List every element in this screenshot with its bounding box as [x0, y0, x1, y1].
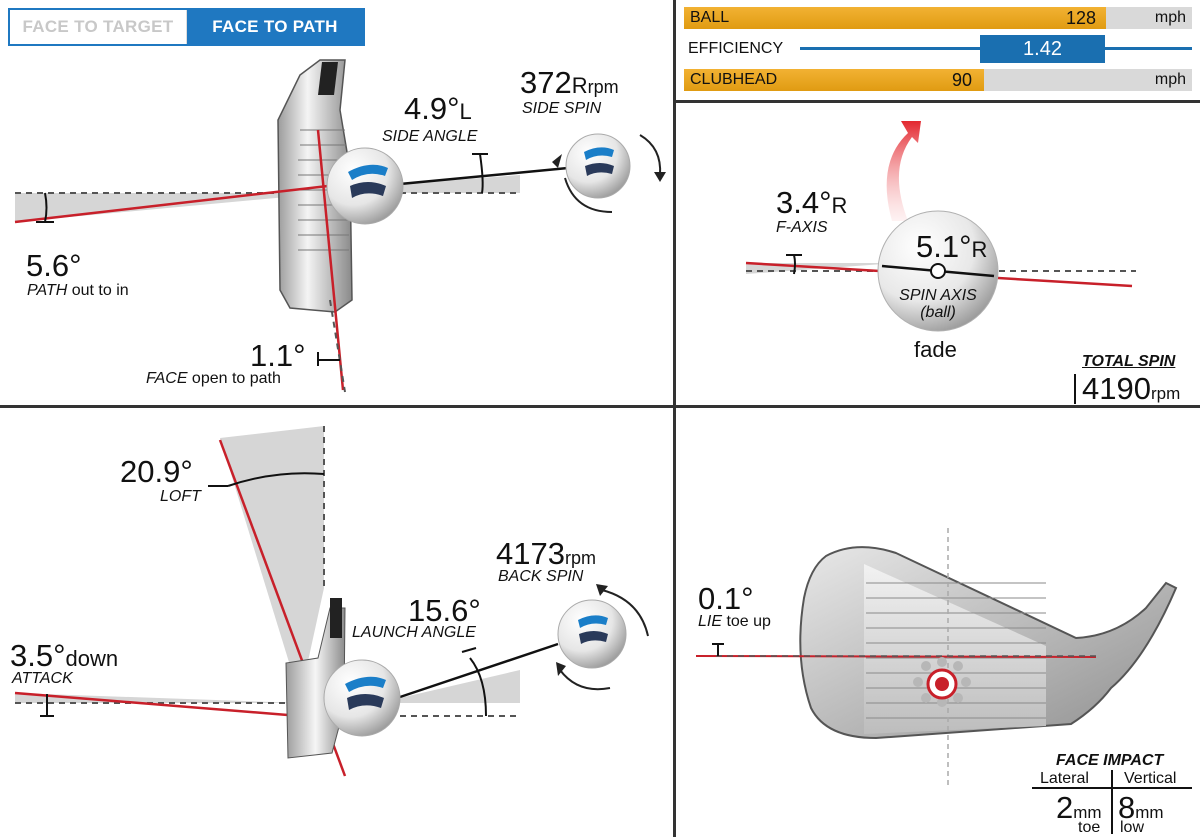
- lateral-direction: toe: [1078, 819, 1101, 836]
- face-to-target-tab[interactable]: FACE TO TARGET: [10, 10, 187, 44]
- loft-label: LOFT: [160, 488, 201, 505]
- side-spin-label: SIDE SPIN: [522, 100, 602, 117]
- lateral-value: 2mm: [1056, 790, 1102, 825]
- total-spin-title: TOTAL SPIN: [1082, 353, 1176, 370]
- clubhead-speed-bar: CLUBHEAD 90 mph: [684, 69, 1192, 91]
- divider-metrics: [676, 100, 1200, 103]
- spin-axis-panel: 3.4°R F-AXIS 5.1°R SPIN AXIS (ball) fade…: [676, 103, 1200, 405]
- ball-speed-unit: mph: [1154, 9, 1186, 26]
- attack-value: 3.5°down: [10, 638, 119, 673]
- f-axis-value: 3.4°R: [776, 185, 848, 220]
- divider-horizontal: [0, 405, 1200, 408]
- launch-angle-value: 15.6°: [408, 593, 481, 628]
- side-view-panel: 20.9° LOFT 3.5°down ATTACK 15.6° LAUNCH …: [0, 408, 673, 837]
- back-spin-value: 4173rpm: [496, 536, 596, 571]
- view-toggle: FACE TO TARGET FACE TO PATH: [8, 8, 365, 46]
- spin-axis-label: SPIN AXIS (ball): [899, 287, 977, 321]
- total-spin-rule: [1074, 374, 1076, 404]
- vertical-direction: low: [1120, 819, 1145, 836]
- back-spin-label: BACK SPIN: [498, 568, 584, 585]
- loft-value: 20.9°: [120, 454, 193, 489]
- clubhead-speed-label: CLUBHEAD: [690, 71, 778, 88]
- spin-axis-value: 5.1°R: [916, 229, 988, 264]
- attack-label: ATTACK: [12, 670, 73, 687]
- path-value: 5.6°: [26, 248, 82, 283]
- clubhead-speed-unit: mph: [1154, 71, 1186, 88]
- side-view-graphic: [14, 426, 649, 777]
- vertical-value: 8mm: [1118, 790, 1164, 825]
- lateral-header: Lateral: [1040, 770, 1089, 787]
- clubhead-speed-value: 90: [952, 70, 973, 90]
- side-angle-label: SIDE ANGLE: [382, 128, 478, 145]
- face-to-path-tab[interactable]: FACE TO PATH: [187, 10, 363, 44]
- ball-speed-label: BALL: [690, 9, 730, 26]
- launch-angle-label: LAUNCH ANGLE: [352, 624, 476, 641]
- efficiency-label: EFFICIENCY: [688, 40, 784, 57]
- side-angle-value: 4.9°L: [404, 91, 472, 126]
- lie-value: 0.1°: [698, 581, 754, 616]
- ball-speed-value: 128: [1066, 8, 1097, 28]
- ball-speed-bar: BALL 128 mph: [684, 7, 1192, 29]
- face-impact-title: FACE IMPACT: [1056, 752, 1164, 769]
- f-axis-label: F-AXIS: [776, 219, 828, 236]
- face-angle-label: FACE open to path: [146, 370, 281, 387]
- shot-shape-label: fade: [914, 337, 957, 362]
- efficiency-value: 1.42: [980, 35, 1105, 63]
- side-spin-value: 372Rrpm: [520, 65, 619, 100]
- path-label: PATH out to in: [27, 282, 129, 299]
- clubhead-speed-fill: [684, 69, 984, 91]
- divider-vertical: [673, 0, 676, 837]
- total-spin-value: 4190rpm: [1082, 371, 1181, 405]
- spin-axis-graphic: [745, 121, 1136, 332]
- face-impact-graphic: [695, 528, 1192, 834]
- ball-speed-fill: [684, 7, 1106, 29]
- lie-label: LIE toe up: [698, 613, 771, 630]
- top-view-panel: FACE TO TARGET FACE TO PATH 4.9°L SIDE A…: [0, 0, 673, 405]
- top-view-graphic: [14, 59, 666, 393]
- face-angle-value: 1.1°: [250, 338, 306, 373]
- vertical-header: Vertical: [1124, 770, 1177, 787]
- face-impact-panel: 0.1° LIE toe up FACE IMPACT Lateral Vert…: [676, 408, 1200, 837]
